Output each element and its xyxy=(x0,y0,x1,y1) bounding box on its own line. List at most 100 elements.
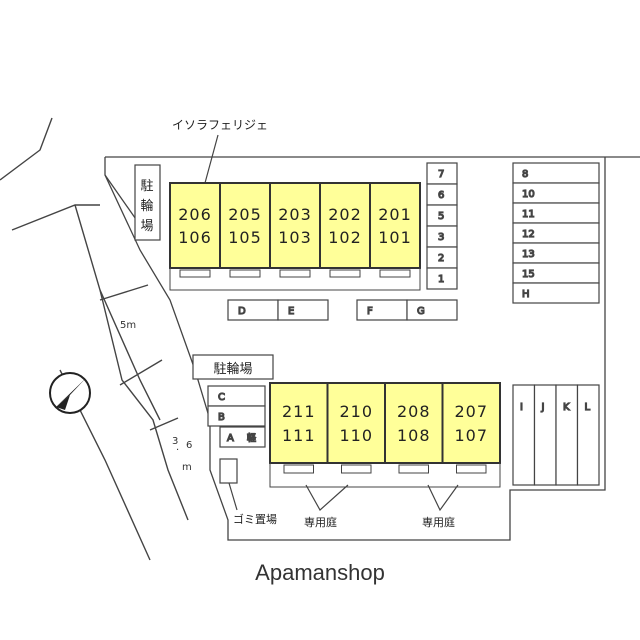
trash-leader xyxy=(228,482,238,511)
unit-box xyxy=(269,382,329,464)
parking-space-label: 6 xyxy=(438,190,444,201)
unit-top-number: 203 xyxy=(278,205,312,224)
unit-bottom-number: 101 xyxy=(378,228,412,247)
parking-space xyxy=(555,384,579,486)
unit-bottom-number: 107 xyxy=(454,426,488,445)
unit-top-number: 208 xyxy=(397,402,431,421)
parking-space xyxy=(533,384,557,486)
compass-ring xyxy=(49,372,91,414)
parking-space-label: 2 xyxy=(438,253,444,264)
road-edge-upper-left xyxy=(0,117,53,181)
lower-garden-outline xyxy=(269,463,501,488)
road-width-lower-char-3: m xyxy=(182,462,192,473)
parking-space xyxy=(576,384,600,486)
parking-space xyxy=(512,282,600,304)
unit-bottom-number: 110 xyxy=(339,426,373,445)
bicycle-parking-label: 駐輪場 xyxy=(213,361,252,377)
road-width-lower-char-1: . xyxy=(176,442,179,453)
road-width-lower-char-0: 3 xyxy=(172,436,178,447)
parking-space-label: 8 xyxy=(522,169,528,180)
road-width-upper-label: 5m xyxy=(120,320,136,331)
private-garden-arrow-1 xyxy=(305,484,349,511)
parking-space-label: D xyxy=(238,306,246,317)
private-garden-label-1: 専用庭 xyxy=(304,515,337,529)
unit-box xyxy=(384,382,444,464)
boundary-diagonal xyxy=(104,174,141,226)
parking-space xyxy=(207,385,266,407)
building-name: イソラフェリジェ xyxy=(172,118,268,132)
balcony xyxy=(283,464,314,474)
trash-area-box xyxy=(219,458,238,484)
parking-space xyxy=(356,299,408,321)
parking-kei-note: 軽 xyxy=(247,433,256,444)
road-edge-segment xyxy=(99,289,161,421)
balcony xyxy=(279,269,311,278)
unit-box xyxy=(169,182,221,269)
balcony xyxy=(456,464,487,474)
private-garden-label-2: 専用庭 xyxy=(422,515,455,529)
compass-icon xyxy=(49,372,91,414)
balcony xyxy=(329,269,361,278)
balcony xyxy=(229,269,261,278)
unit-bottom-number: 106 xyxy=(178,228,212,247)
parking-space-label: J xyxy=(541,402,545,413)
parking-space-label: 11 xyxy=(522,209,535,220)
balcony xyxy=(179,269,211,278)
parking-space xyxy=(207,405,266,427)
bicycle-parking-char-3: 場 xyxy=(140,219,153,234)
bicycle-parking-char-1: 駐 xyxy=(140,179,153,194)
parking-space-label: E xyxy=(288,306,294,317)
unit-top-number: 207 xyxy=(454,402,488,421)
bicycle-parking-char-2: 輪 xyxy=(140,198,153,214)
parking-space xyxy=(219,426,266,448)
parking-space-label: 12 xyxy=(522,229,535,240)
parking-space xyxy=(406,299,458,321)
bicycle-parking-box-lower xyxy=(192,354,274,380)
unit-top-number: 202 xyxy=(328,205,362,224)
unit-bottom-number: 108 xyxy=(397,426,431,445)
unit-bottom-number: 111 xyxy=(282,426,316,445)
private-garden-arrow-2 xyxy=(427,484,459,512)
parking-space xyxy=(277,299,329,321)
unit-top-number: 210 xyxy=(339,402,373,421)
parking-space-label: F xyxy=(367,306,373,317)
parking-space-label: A xyxy=(227,433,234,444)
road-width-line-mid xyxy=(119,359,163,386)
road-width-lower-char-2: 6 xyxy=(186,440,192,451)
upper-garden-outline xyxy=(169,268,421,291)
unit-bottom-number: 103 xyxy=(278,228,312,247)
unit-top-number: 206 xyxy=(178,205,212,224)
unit-top-number: 205 xyxy=(228,205,262,224)
unit-box xyxy=(269,182,321,269)
parking-space xyxy=(227,299,279,321)
parking-space-label: 15 xyxy=(522,269,535,280)
parking-space-label: 3 xyxy=(438,232,444,243)
parking-space xyxy=(512,384,536,486)
parking-space-label: 10 xyxy=(522,189,535,200)
unit-bottom-number: 102 xyxy=(328,228,362,247)
parking-space xyxy=(426,267,458,290)
unit-box xyxy=(219,182,271,269)
building-name-leader xyxy=(204,134,219,184)
parking-space-label: 13 xyxy=(522,249,535,260)
upper-building: 206 106 205 105 203 103 202 102 201 101 xyxy=(169,182,421,291)
balcony xyxy=(398,464,429,474)
compass-arrow-tail xyxy=(56,395,70,410)
property-boundary xyxy=(104,156,640,541)
parking-space-label: 1 xyxy=(438,274,444,285)
parking-space-label: L xyxy=(585,402,591,413)
watermark: Apamanshop xyxy=(255,560,385,585)
road-width-line-lower xyxy=(149,417,179,431)
unit-box xyxy=(319,182,371,269)
parking-space-label: K xyxy=(563,402,570,413)
compass-arrow xyxy=(56,378,86,407)
bicycle-parking-box-upper xyxy=(134,164,161,241)
unit-bottom-number: 105 xyxy=(228,228,262,247)
parking-space-label: G xyxy=(417,306,425,317)
unit-top-number: 201 xyxy=(378,205,412,224)
parking-space-label: I xyxy=(520,402,523,413)
parking-space-label: 7 xyxy=(438,169,444,180)
